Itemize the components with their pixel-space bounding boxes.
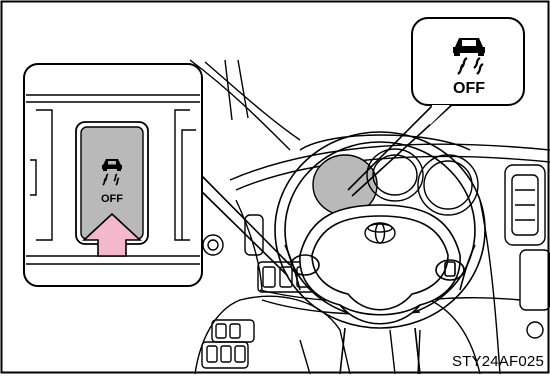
switch-off-label: OFF — [101, 193, 123, 205]
figure-code: STY24AF025 — [452, 353, 544, 370]
callout-off-label: OFF — [453, 80, 485, 97]
switch-inset: OFF — [24, 64, 202, 286]
leader-line-lower — [196, 186, 288, 276]
